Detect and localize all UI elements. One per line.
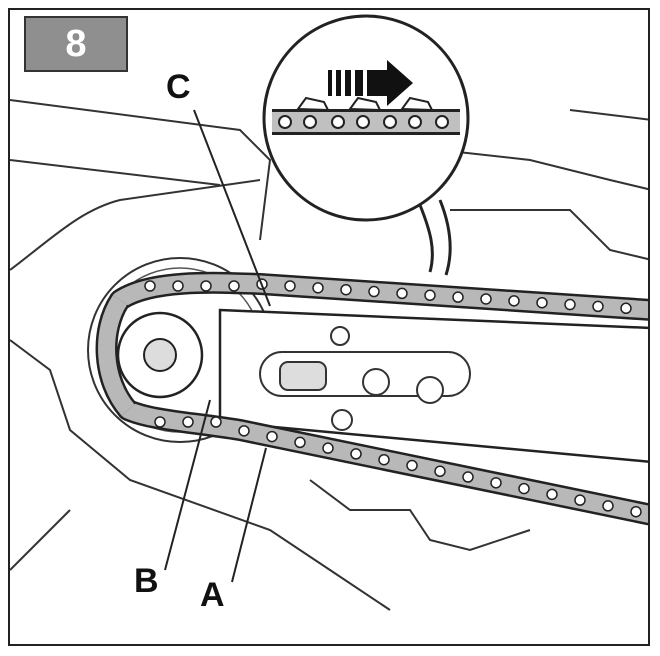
chain-rivet [144, 280, 156, 292]
chain-rivet [322, 442, 334, 454]
chain-rivet [452, 291, 464, 303]
callout-c-label: C [166, 68, 191, 106]
chain-rivet [200, 280, 212, 292]
chain-rivet [368, 285, 380, 298]
chain-rivet [564, 298, 576, 311]
chain-rivet [154, 416, 166, 428]
chain-rivet [620, 302, 632, 315]
chain-rivet [434, 465, 446, 478]
chain-rivet [312, 282, 324, 294]
chain-rivet [350, 448, 362, 460]
chain-rivet [508, 295, 520, 307]
chain-detail [272, 96, 460, 135]
leader-lines [164, 109, 271, 583]
chain-rivet [490, 477, 502, 489]
chain-rivet [480, 293, 492, 305]
chain-rivet [546, 488, 558, 501]
saw-illustration [10, 14, 648, 611]
callout-b-label: B [134, 562, 159, 600]
chain-rivet [602, 500, 614, 512]
housing-outline [10, 99, 648, 611]
saw-chain [95, 271, 648, 526]
chain-rivet [518, 482, 530, 495]
figure-frame: 8 C B A [8, 8, 650, 646]
chain-rivet [396, 287, 408, 300]
direction-arrow-icon [328, 60, 413, 106]
chain-rivet [294, 436, 306, 449]
chain-rivet [172, 280, 184, 292]
chain-rivet [340, 283, 352, 296]
chain-rivet [238, 425, 250, 437]
chain-rivet [462, 471, 474, 483]
chain-rivet [630, 505, 642, 518]
chain-rivet [424, 289, 436, 302]
chain-rivet [378, 453, 390, 466]
chain-rivet [228, 280, 240, 292]
chain-rivet [266, 430, 278, 443]
chain-rivet [592, 300, 604, 313]
step-number-badge: 8 [24, 16, 128, 72]
chain-rivet [406, 459, 418, 472]
chain-rivet [574, 494, 586, 506]
bar-stud [279, 361, 327, 391]
chain-rivet [284, 280, 296, 292]
chain-rivet [210, 416, 222, 428]
chain-rivet [536, 296, 548, 309]
callout-a-label: A [200, 576, 225, 614]
chain-rivet [182, 416, 194, 428]
